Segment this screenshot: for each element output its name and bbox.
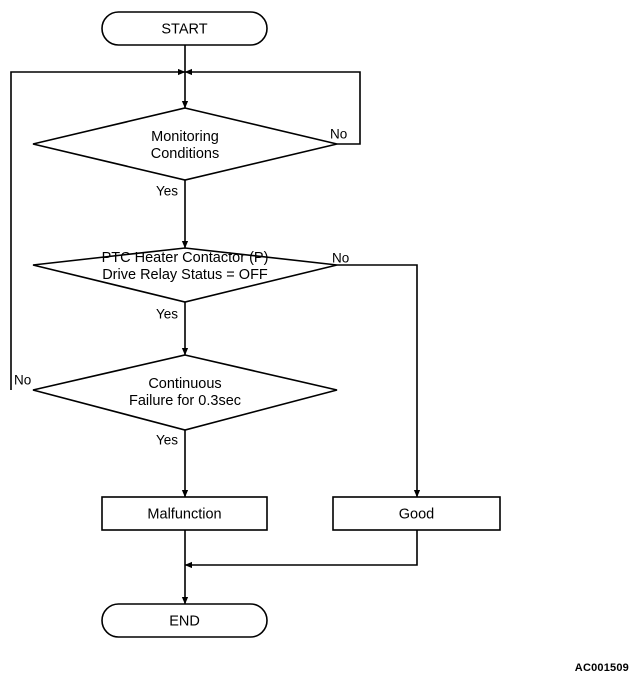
malfunction-label: Malfunction <box>147 506 221 522</box>
node-decision-monitoring: Monitoring Conditions <box>32 107 338 181</box>
connector-good-to-end-merge <box>184 530 418 569</box>
start-terminator-shape <box>101 11 268 46</box>
good-box-shape <box>332 496 501 531</box>
monitoring-label-line1: Monitoring <box>151 129 219 145</box>
monitoring-no-label: No <box>330 127 347 142</box>
relay-label-line2: Drive Relay Status = OFF <box>102 267 268 283</box>
continuous-label-line2: Failure for 0.3sec <box>129 393 241 409</box>
relay-no-label: No <box>332 251 349 266</box>
relay-yes-label: Yes <box>156 307 178 322</box>
relay-label-line1: PTC Heater Contactor (P) <box>102 250 269 266</box>
end-label: END <box>169 613 200 629</box>
relay-diamond-shape <box>32 247 338 303</box>
node-malfunction: Malfunction <box>101 496 268 531</box>
node-decision-continuous: Continuous Failure for 0.3sec <box>32 354 338 431</box>
monitoring-diamond-shape <box>32 107 338 181</box>
connector-relay-no-to-good <box>337 264 421 498</box>
figure-id-watermark: AC001509 <box>574 662 629 674</box>
start-label: START <box>161 21 207 37</box>
continuous-label-line1: Continuous <box>148 376 221 392</box>
node-good: Good <box>332 496 501 531</box>
monitoring-label-line2: Conditions <box>151 146 220 162</box>
node-start: START <box>101 11 268 46</box>
node-decision-relay: PTC Heater Contactor (P) Drive Relay Sta… <box>32 247 338 303</box>
continuous-diamond-shape <box>32 354 338 431</box>
monitoring-yes-label: Yes <box>156 184 178 199</box>
end-terminator-shape <box>101 603 268 638</box>
malfunction-box-shape <box>101 496 268 531</box>
good-label: Good <box>399 506 434 522</box>
continuous-no-label: No <box>14 373 31 388</box>
connector-continuous-no-return <box>10 68 186 390</box>
connector-monitoring-no-return <box>184 68 361 145</box>
node-end: END <box>101 603 268 638</box>
continuous-yes-label: Yes <box>156 433 178 448</box>
